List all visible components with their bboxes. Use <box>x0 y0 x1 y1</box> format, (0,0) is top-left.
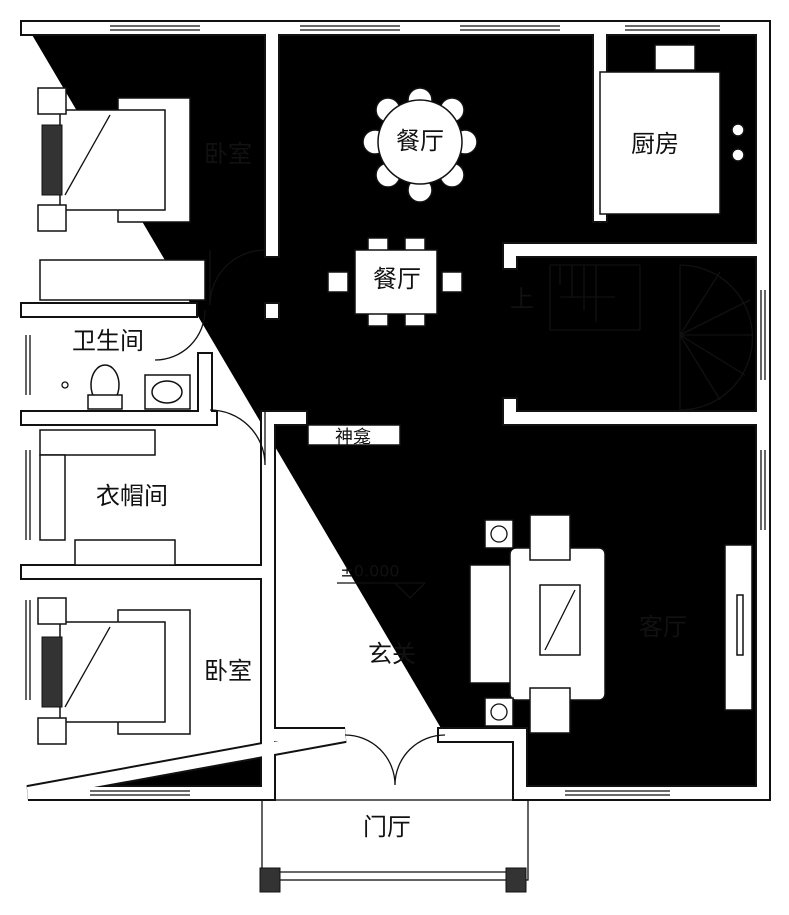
label-foyer: 玄关 <box>368 640 416 668</box>
armchair <box>529 514 571 561</box>
porch-column <box>505 867 527 893</box>
kitchen-counter <box>599 44 745 215</box>
elevation-marker <box>337 582 426 599</box>
label-entrance-porch: 门厅 <box>363 813 411 841</box>
doors <box>154 249 446 786</box>
shrine-shelf <box>307 424 401 446</box>
label-bedroom-top: 卧室 <box>204 140 252 168</box>
label-kitchen: 厨房 <box>631 130 679 158</box>
label-bedroom-bottom: 卧室 <box>204 657 252 685</box>
label-elevation: ±0.000 <box>340 562 399 581</box>
staircase <box>549 264 754 411</box>
entrance-porch <box>259 799 529 893</box>
wardrobe <box>39 259 206 301</box>
label-dining-rect: 餐厅 <box>373 265 421 293</box>
sink <box>151 380 183 404</box>
windows <box>25 25 766 796</box>
label-dining-round: 餐厅 <box>396 127 444 155</box>
stove-burner <box>731 123 745 137</box>
label-stair-up: 上 <box>510 285 534 313</box>
round-dining-table <box>362 87 478 203</box>
bathroom-fixtures <box>61 364 191 410</box>
kitchen-sink <box>654 44 696 71</box>
label-living-room: 客厅 <box>639 613 687 641</box>
closet-shelves <box>39 429 176 566</box>
armchair <box>529 687 571 734</box>
label-walk-in-closet: 衣帽间 <box>96 482 168 510</box>
bed-bottom <box>37 597 191 745</box>
label-bathroom: 卫生间 <box>72 327 144 355</box>
room-labels: 卧室 餐厅 餐厅 厨房 卫生间 上 神龛 衣帽间 ±0.000 玄关 客厅 卧室… <box>72 127 687 841</box>
bed-top <box>37 87 206 301</box>
porch-column <box>259 867 281 893</box>
rect-dining-table <box>327 237 463 327</box>
stove-burner <box>731 148 745 162</box>
living-room-furniture <box>469 514 753 734</box>
label-shrine: 神龛 <box>335 427 371 448</box>
